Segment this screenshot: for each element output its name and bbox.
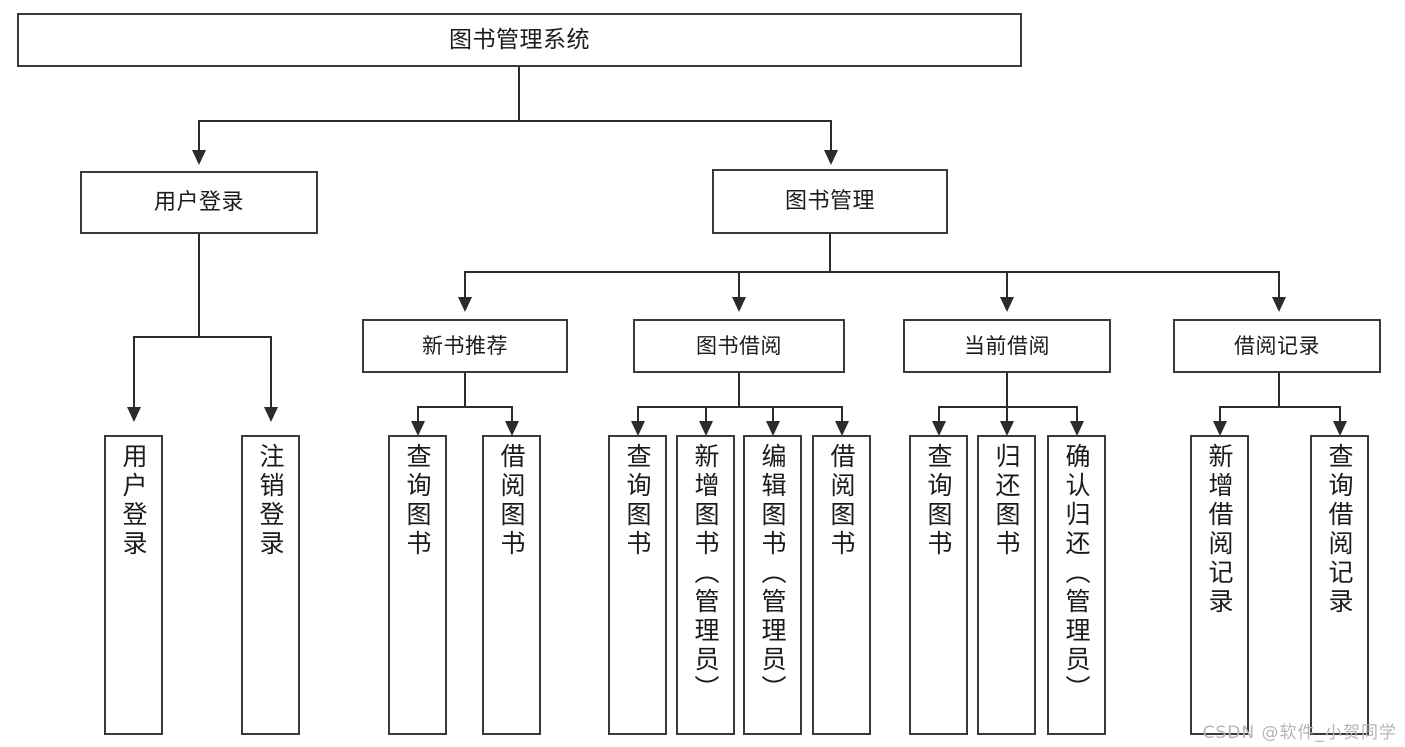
leaf-add-borrow-record[interactable]: 新增借阅记录 xyxy=(1190,435,1249,735)
node-label: 新增借阅记录 xyxy=(1205,443,1234,617)
connector-user-login-stem xyxy=(198,234,200,337)
connector-book-manage-bus xyxy=(464,271,1280,273)
leaf-return-book[interactable]: 归还图书 xyxy=(977,435,1036,735)
connector-current-stem xyxy=(1006,373,1008,408)
leaf-logout[interactable]: 注销登录 xyxy=(241,435,300,735)
node-root-system[interactable]: 图书管理系统 xyxy=(17,13,1022,67)
node-label: 查询图书 xyxy=(924,443,953,559)
node-label: 归还图书 xyxy=(992,443,1021,559)
node-label: 图书借阅 xyxy=(696,333,782,358)
node-label: 查询图书 xyxy=(403,443,432,559)
leaf-user-login[interactable]: 用户登录 xyxy=(104,435,163,735)
node-label: 编辑图书（管理员） xyxy=(758,443,787,704)
node-label: 新增图书（管理员） xyxy=(691,443,720,704)
node-label: 图书管理系统 xyxy=(449,26,590,53)
connector-drop-leaf-2 xyxy=(270,336,272,409)
leaf-add-book-admin[interactable]: 新增图书（管理员） xyxy=(676,435,735,735)
arrowhead-records xyxy=(1272,297,1286,312)
connector-drop-leaf-7 xyxy=(772,406,774,423)
connector-records-bus xyxy=(1219,406,1339,408)
arrowhead-book-manage xyxy=(824,150,838,165)
leaf-query-borrow-record[interactable]: 查询借阅记录 xyxy=(1310,435,1369,735)
leaf-query-books-borrow[interactable]: 查询图书 xyxy=(608,435,667,735)
connector-drop-new-books xyxy=(464,271,466,299)
arrowhead-user-login xyxy=(192,150,206,165)
connector-drop-leaf-10 xyxy=(1006,406,1008,423)
connector-drop-records xyxy=(1278,271,1280,299)
node-book-management[interactable]: 图书管理 xyxy=(712,169,948,234)
arrowhead-leaf-8 xyxy=(835,421,849,436)
node-label: 用户登录 xyxy=(153,189,244,215)
arrowhead-leaf-13 xyxy=(1333,421,1347,436)
connector-borrow-stem xyxy=(738,373,740,408)
connector-new-books-bus xyxy=(417,406,511,408)
arrowhead-leaf-3 xyxy=(411,421,425,436)
node-label: 用户登录 xyxy=(119,443,148,559)
arrowhead-leaf-2 xyxy=(264,407,278,422)
connector-drop-leaf-1 xyxy=(133,336,135,409)
leaf-query-books-recommend[interactable]: 查询图书 xyxy=(388,435,447,735)
connector-new-books-stem xyxy=(464,373,466,408)
node-label: 当前借阅 xyxy=(964,333,1050,358)
connector-drop-leaf-13 xyxy=(1339,406,1341,423)
leaf-borrow-book[interactable]: 借阅图书 xyxy=(812,435,871,735)
node-label: 图书管理 xyxy=(784,188,875,214)
connector-root-stem xyxy=(518,67,520,121)
connector-drop-leaf-5 xyxy=(637,406,639,423)
connector-drop-leaf-8 xyxy=(841,406,843,423)
connector-drop-leaf-9 xyxy=(938,406,940,423)
leaf-edit-book-admin[interactable]: 编辑图书（管理员） xyxy=(743,435,802,735)
node-label: 查询借阅记录 xyxy=(1325,443,1354,617)
node-borrow-records[interactable]: 借阅记录 xyxy=(1173,319,1381,373)
connector-drop-borrow xyxy=(738,271,740,299)
arrowhead-current xyxy=(1000,297,1014,312)
connector-borrow-bus xyxy=(637,406,841,408)
arrowhead-leaf-4 xyxy=(505,421,519,436)
arrowhead-leaf-1 xyxy=(127,407,141,422)
node-current-borrow[interactable]: 当前借阅 xyxy=(903,319,1111,373)
node-book-borrow[interactable]: 图书借阅 xyxy=(633,319,845,373)
connector-drop-leaf-12 xyxy=(1219,406,1221,423)
connector-book-manage-stem xyxy=(829,234,831,272)
node-label: 借阅图书 xyxy=(827,443,856,559)
node-label: 新书推荐 xyxy=(422,333,508,358)
node-new-book-recommend[interactable]: 新书推荐 xyxy=(362,319,568,373)
connector-drop-leaf-6 xyxy=(705,406,707,423)
connector-root-bus xyxy=(198,120,832,122)
connector-drop-leaf-3 xyxy=(417,406,419,423)
arrowhead-leaf-9 xyxy=(932,421,946,436)
connector-root-drop-left xyxy=(198,120,200,152)
arrowhead-leaf-7 xyxy=(766,421,780,436)
node-label: 确认归还（管理员） xyxy=(1062,443,1091,704)
connector-drop-leaf-4 xyxy=(511,406,513,423)
connector-user-login-bus xyxy=(133,336,271,338)
arrowhead-new-books xyxy=(458,297,472,312)
connector-root-drop-right xyxy=(830,120,832,152)
leaf-query-books-current[interactable]: 查询图书 xyxy=(909,435,968,735)
node-label: 借阅记录 xyxy=(1234,333,1320,358)
leaf-borrow-books-recommend[interactable]: 借阅图书 xyxy=(482,435,541,735)
connector-records-stem xyxy=(1278,373,1280,408)
arrowhead-leaf-12 xyxy=(1213,421,1227,436)
node-user-login[interactable]: 用户登录 xyxy=(80,171,318,234)
arrowhead-borrow xyxy=(732,297,746,312)
arrowhead-leaf-6 xyxy=(699,421,713,436)
arrowhead-leaf-11 xyxy=(1070,421,1084,436)
leaf-confirm-return-admin[interactable]: 确认归还（管理员） xyxy=(1047,435,1106,735)
node-label: 查询图书 xyxy=(623,443,652,559)
node-label: 借阅图书 xyxy=(497,443,526,559)
arrowhead-leaf-5 xyxy=(631,421,645,436)
connector-drop-current xyxy=(1006,271,1008,299)
connector-drop-leaf-11 xyxy=(1076,406,1078,423)
node-label: 注销登录 xyxy=(256,443,285,559)
arrowhead-leaf-10 xyxy=(1000,421,1014,436)
